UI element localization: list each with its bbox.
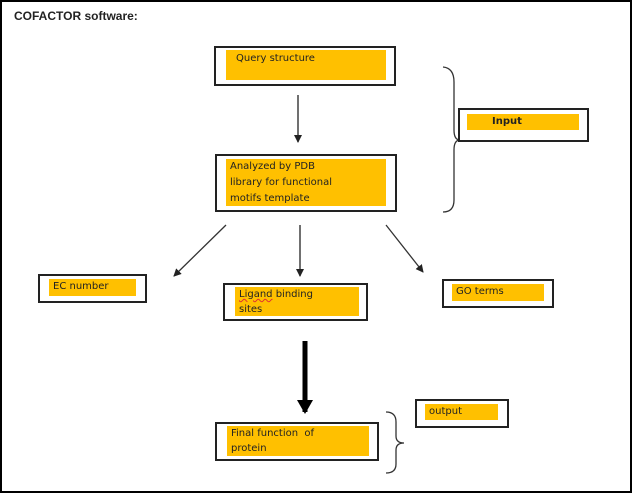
final-function-label: Final function of protein — [227, 426, 369, 456]
ligand-rest: binding sites — [239, 289, 313, 315]
arrow-to-ec — [173, 224, 227, 277]
ligand-word: Ligand — [239, 289, 273, 300]
output-brace — [385, 411, 405, 474]
ec-number-label: EC number — [49, 279, 136, 296]
analyzed-label: Analyzed by PDB library for functional m… — [226, 159, 386, 206]
query-structure-label: Query structure — [226, 50, 386, 80]
output-label: output — [425, 404, 498, 420]
ligand-binding-label: Ligand binding sites — [235, 287, 359, 316]
arrow-to-go — [385, 224, 424, 273]
go-terms-label: GO terms — [452, 284, 544, 301]
diagram-title: COFACTOR software: — [14, 9, 138, 23]
input-label: Input — [467, 114, 579, 130]
